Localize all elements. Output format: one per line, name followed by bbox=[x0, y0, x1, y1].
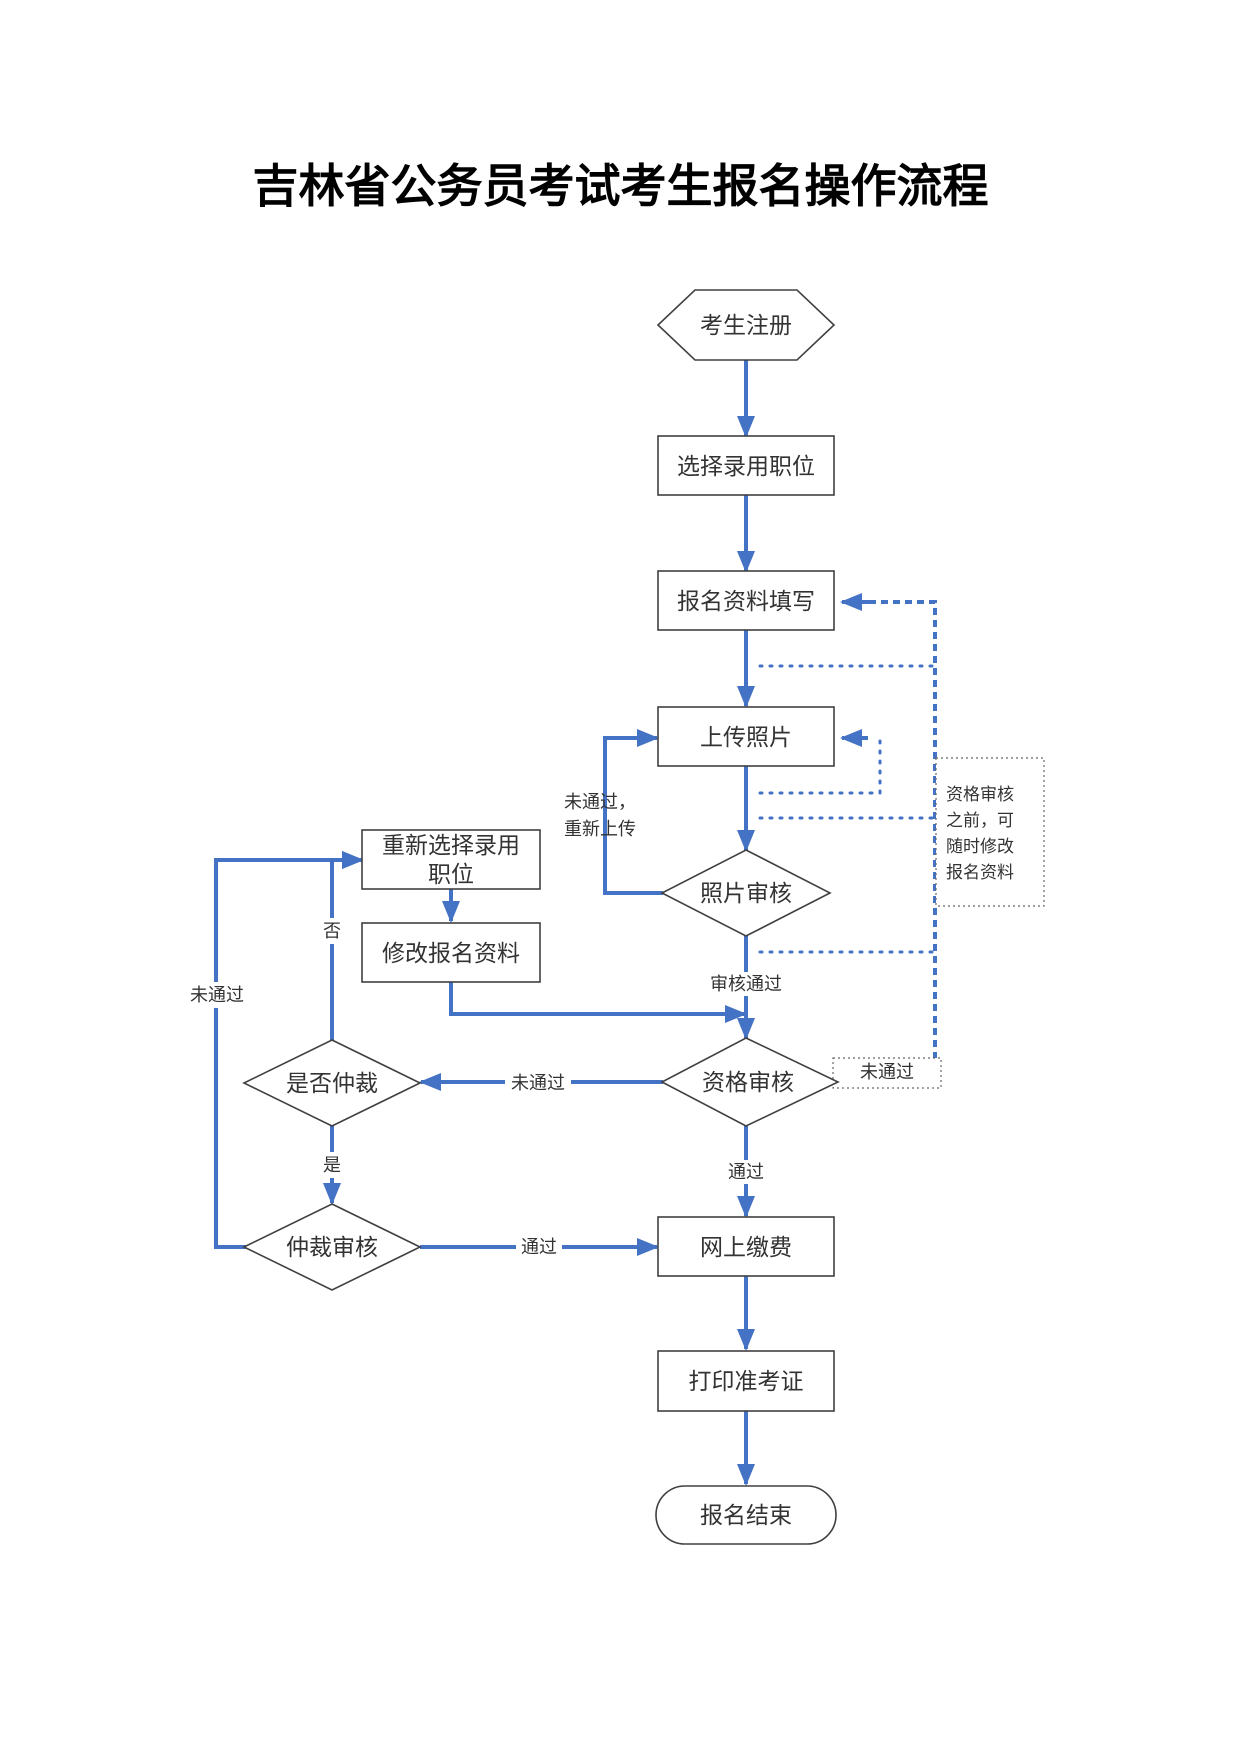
edge-qualification-fail-to-fill bbox=[838, 600, 937, 1084]
node-register bbox=[656, 289, 836, 361]
page-title: 吉林省公务员考试考生报名操作流程 bbox=[252, 159, 989, 213]
node-online-payment bbox=[657, 1216, 835, 1277]
node-photo-review bbox=[660, 849, 832, 937]
qual-fail-right-label-box bbox=[832, 1057, 942, 1089]
label-no: 否 bbox=[323, 921, 341, 942]
node-select-position-label: 选择录用职位 bbox=[677, 454, 815, 480]
node-arbitration-review-label: 仲裁审核 bbox=[286, 1235, 378, 1261]
node-arbitrate-decision-label: 是否仲裁 bbox=[286, 1071, 378, 1097]
node-register-label: 考生注册 bbox=[700, 313, 792, 339]
label-yes: 是 bbox=[323, 1155, 341, 1176]
dotted-upload-loop bbox=[758, 736, 882, 795]
node-select-position bbox=[657, 435, 835, 496]
node-upload-photo-label: 上传照片 bbox=[700, 725, 792, 751]
node-modify-info-label: 修改报名资料 bbox=[382, 941, 520, 967]
node-print-admission-label: 打印准考证 bbox=[689, 1369, 804, 1395]
edge-arbitration-fail-to-reselect bbox=[214, 851, 364, 1249]
node-reselect-position-label-2: 职位 bbox=[428, 862, 474, 888]
edge-photo-fail-reupload bbox=[603, 729, 663, 895]
label-qual-fail-left: 未通过 bbox=[511, 1073, 565, 1094]
label-qual-fail-right: 未通过 bbox=[860, 1062, 914, 1083]
node-fill-info-label: 报名资料填写 bbox=[677, 589, 815, 615]
node-online-payment-label: 网上缴费 bbox=[700, 1235, 792, 1261]
node-reselect-position bbox=[361, 829, 541, 890]
node-arbitration-review bbox=[242, 1203, 422, 1291]
edge-modify-to-qualification bbox=[449, 982, 746, 1016]
node-print-admission bbox=[657, 1350, 835, 1412]
label-arb-fail: 未通过 bbox=[190, 985, 244, 1006]
note-line-4: 报名资料 bbox=[946, 863, 1014, 883]
node-modify-info bbox=[361, 922, 541, 983]
node-end-label: 报名结束 bbox=[700, 1503, 792, 1529]
node-end bbox=[655, 1485, 837, 1545]
label-photo-fail-2: 重新上传 bbox=[564, 819, 636, 840]
node-qualification-review bbox=[660, 1037, 840, 1127]
edge-arbitrate-no-to-reselect bbox=[330, 851, 364, 1040]
label-photo-fail-1: 未通过， bbox=[564, 792, 636, 813]
node-qualification-review-label: 资格审核 bbox=[702, 1070, 794, 1096]
label-photo-pass: 审核通过 bbox=[710, 974, 782, 995]
node-photo-review-label: 照片审核 bbox=[700, 881, 792, 907]
node-upload-photo bbox=[657, 706, 835, 767]
node-arbitrate-decision bbox=[242, 1039, 422, 1127]
label-qual-pass: 通过 bbox=[728, 1162, 764, 1183]
node-fill-info bbox=[657, 570, 835, 631]
note-line-2: 之前，可 bbox=[946, 811, 1014, 831]
note-box bbox=[935, 757, 1045, 907]
note-line-1: 资格审核 bbox=[946, 785, 1014, 805]
label-arb-pass: 通过 bbox=[521, 1237, 557, 1258]
note-line-3: 随时修改 bbox=[946, 837, 1014, 857]
node-reselect-position-label-1: 重新选择录用 bbox=[382, 833, 520, 859]
